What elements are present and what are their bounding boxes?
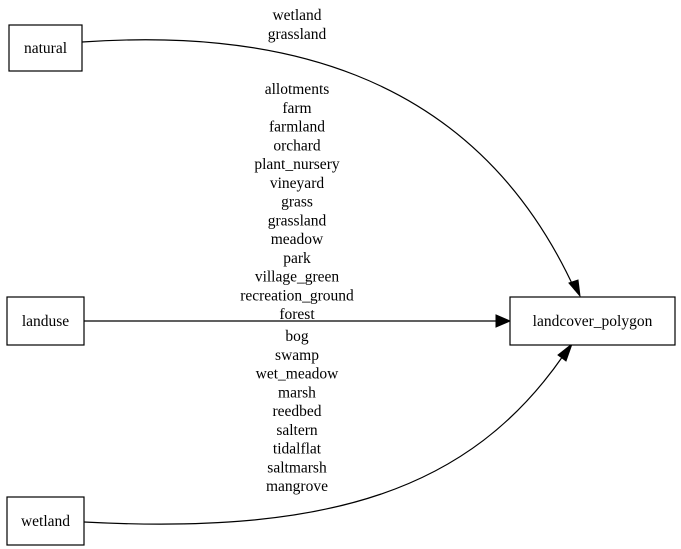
node-landcover-polygon-label: landcover_polygon — [533, 313, 653, 330]
edge-label-landuse-4: plant_nursery — [254, 156, 339, 173]
node-landcover-polygon[interactable]: landcover_polygon — [509, 296, 676, 346]
edge-label-landuse-9: park — [283, 250, 311, 267]
edge-natural-to-landcover — [81, 39, 576, 291]
edge-label-landuse-0: allotments — [265, 81, 330, 98]
edge-wetland-to-landcover — [83, 355, 564, 525]
node-natural[interactable]: natural — [8, 24, 83, 72]
node-natural-label: natural — [24, 40, 67, 57]
edge-labels-natural: wetland grassland — [268, 7, 327, 43]
edge-label-landuse-2: farmland — [269, 119, 325, 136]
edge-label-landuse-11: recreation_ground — [240, 287, 354, 304]
edge-label-landuse-5: vineyard — [270, 175, 324, 192]
edge-label-landuse-12: forest — [279, 306, 315, 323]
node-wetland-label: wetland — [21, 513, 70, 530]
edge-label-wetland-0: bog — [285, 328, 309, 345]
edge-label-natural-0: wetland — [272, 7, 321, 24]
edge-label-wetland-5: saltern — [276, 422, 318, 439]
node-landuse[interactable]: landuse — [6, 296, 85, 346]
edge-label-wetland-4: reedbed — [272, 403, 321, 420]
arrowhead-wetland-edge — [557, 342, 574, 362]
edge-label-landuse-6: grass — [281, 194, 313, 211]
edge-label-wetland-6: tidalflat — [273, 441, 322, 458]
arrowhead-natural-edge — [568, 279, 581, 298]
edge-label-wetland-7: saltmarsh — [267, 459, 327, 476]
arrowhead-landuse-edge — [495, 314, 512, 328]
edge-label-wetland-1: swamp — [275, 347, 319, 364]
edge-label-wetland-8: mangrove — [266, 478, 328, 495]
edge-label-landuse-10: village_green — [255, 269, 340, 286]
node-landuse-label: landuse — [22, 313, 69, 330]
edge-label-landuse-3: orchard — [273, 137, 321, 154]
edge-label-landuse-8: meadow — [271, 231, 324, 248]
edge-label-wetland-2: wet_meadow — [256, 366, 339, 383]
edge-label-landuse-1: farm — [282, 100, 311, 117]
edge-label-natural-1: grassland — [268, 26, 327, 43]
node-wetland[interactable]: wetland — [6, 496, 85, 546]
edge-label-landuse-7: grassland — [268, 212, 327, 229]
edge-label-wetland-3: marsh — [278, 384, 316, 401]
